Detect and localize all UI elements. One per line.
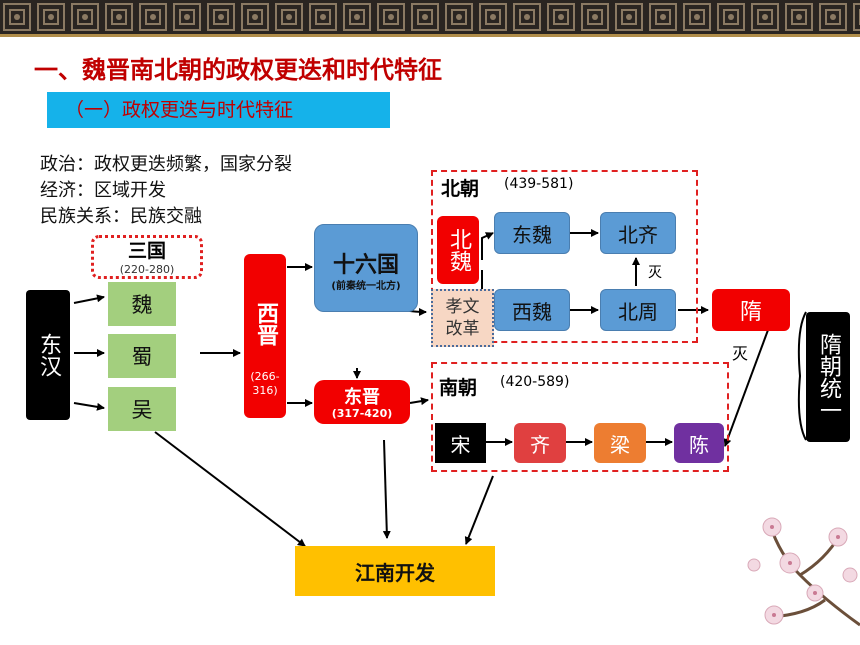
sanguo-frame: [91, 235, 203, 279]
beichao-title: 北朝: [441, 178, 480, 200]
mie-label-south: 灭: [732, 344, 749, 363]
song-box: 宋: [435, 423, 486, 463]
sui-box: 隋: [712, 289, 790, 331]
beichao-frame: [431, 170, 698, 343]
wei-box: 魏: [108, 282, 176, 326]
shiliuguo-note: (前秦统一北方): [331, 281, 401, 292]
info-ethnic: 民族关系：民族交融: [40, 206, 202, 227]
xijin-label: 西晋: [253, 302, 278, 346]
dongjin-label: 东晋: [344, 387, 380, 408]
shu-box: 蜀: [108, 334, 176, 378]
xijin-years: (266-316): [250, 370, 280, 397]
donghan-box: 东汉: [26, 290, 70, 420]
shiliuguo-box: 十六国 (前秦统一北方): [314, 224, 418, 312]
xijin-box: 西晋 (266-316): [244, 254, 286, 418]
arrow-beiwei-dongwei: [481, 232, 494, 260]
shiliuguo-label: 十六国: [332, 253, 399, 278]
beiwei-box: 北魏: [437, 216, 479, 284]
arrow-dongjin-nanchao: [409, 397, 429, 406]
page-title: 一、魏晋南北朝的政权更迭和时代特征: [34, 56, 442, 84]
wu-box: 吴: [108, 387, 176, 431]
sanguo-title: 三国: [127, 240, 166, 262]
info-politics: 政治：政权更迭频繁，国家分裂: [40, 154, 292, 175]
arrow-dongjin-jiangnan: [382, 439, 391, 539]
beiqi-box: 北齐: [600, 212, 676, 254]
sui-unification-box: 隋朝统一: [806, 312, 850, 442]
mie-label-north: 灭: [648, 265, 662, 281]
arrow-nanchao-jiangnan: [464, 475, 494, 545]
plum-blossom-decoration: [747, 517, 860, 627]
top-border-decoration: [0, 0, 860, 34]
qi-box: 齐: [514, 423, 566, 463]
arrow-sui-chen: [723, 329, 769, 447]
dongjin-years: (317-420): [331, 407, 393, 420]
section-subtitle: （一）政权更迭与时代特征: [47, 92, 390, 128]
arrow-donghan-wu: [73, 402, 105, 411]
sanguo-years: (220-280): [119, 263, 175, 276]
beizhou-box: 北周: [600, 289, 676, 331]
arrow-donghan-wei: [73, 294, 105, 304]
nanchao-years: (420-589): [500, 374, 570, 390]
nanchao-frame: [431, 362, 729, 472]
dongwei-box: 东魏: [494, 212, 570, 254]
jiangnan-box: 江南开发: [295, 546, 495, 596]
brace-decoration: [797, 311, 807, 441]
pattern-decoration: [0, 0, 860, 34]
beichao-years: (439-581): [504, 176, 574, 192]
xiaowen-box: 孝文改革: [431, 289, 494, 347]
xiwei-box: 西魏: [494, 289, 570, 331]
info-economy: 经济：区域开发: [40, 180, 166, 201]
dongjin-box: 东晋 (317-420): [314, 380, 410, 424]
nanchao-title: 南朝: [439, 377, 478, 399]
chen-box: 陈: [674, 423, 724, 463]
border-line: [0, 34, 860, 37]
arrow-wu-jiangnan: [154, 431, 306, 547]
liang-box: 梁: [594, 423, 646, 463]
